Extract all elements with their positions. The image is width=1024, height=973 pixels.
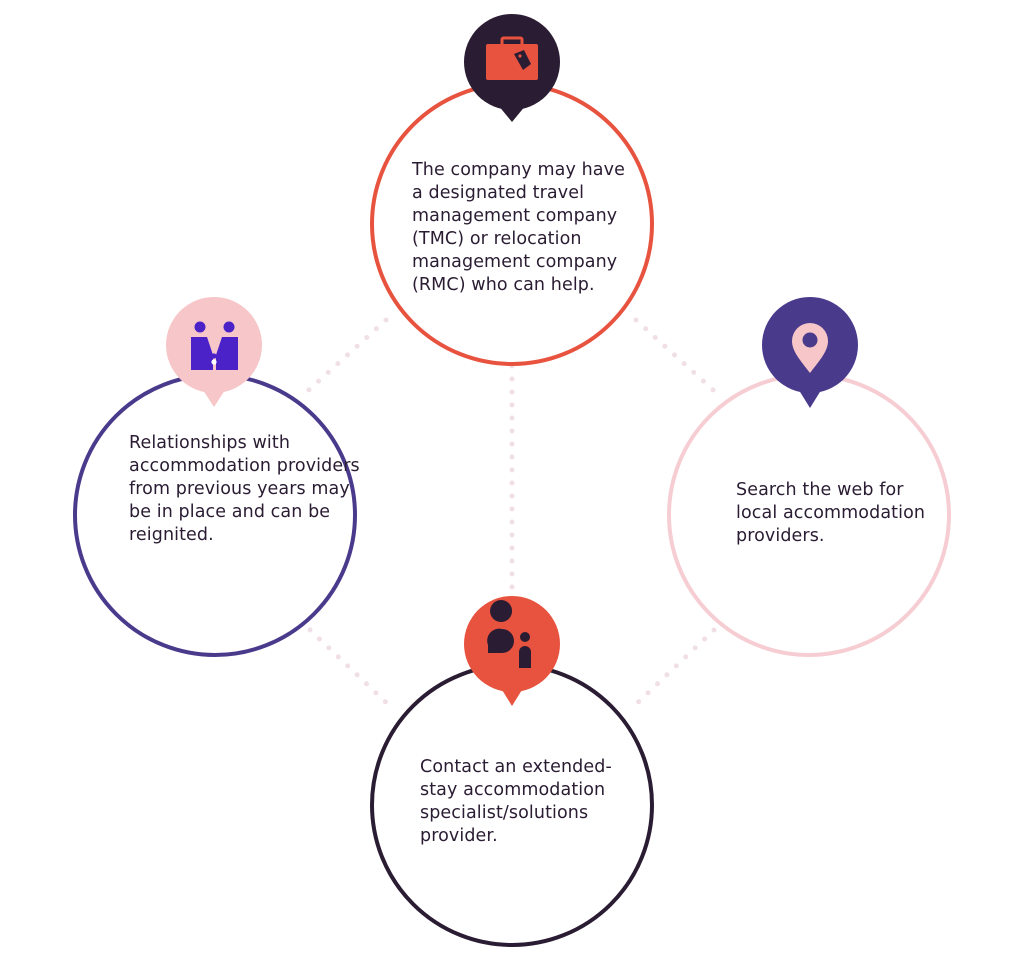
node-text-top: The company may have a designated travel…	[412, 160, 625, 295]
people-handshake-icon	[191, 321, 238, 370]
node-text-left: Relationships with accommodation provide…	[129, 433, 360, 545]
connector-left-bottom	[307, 627, 395, 711]
badge-bottom	[464, 596, 560, 706]
badge-right	[762, 297, 858, 408]
connector-top-right	[633, 317, 725, 401]
connector-right-bottom	[629, 627, 717, 711]
node-text-bottom: Contact an extended-stay accommodation s…	[420, 757, 612, 846]
connectors	[297, 317, 725, 711]
location-pin-icon	[792, 323, 828, 373]
speech-person-icon	[487, 600, 531, 668]
badge-left	[166, 297, 262, 407]
briefcase-icon	[486, 36, 538, 80]
badge-top	[464, 14, 560, 122]
connector-top-left	[297, 317, 389, 401]
node-text-right: Search the web for local accommodation p…	[736, 480, 926, 546]
